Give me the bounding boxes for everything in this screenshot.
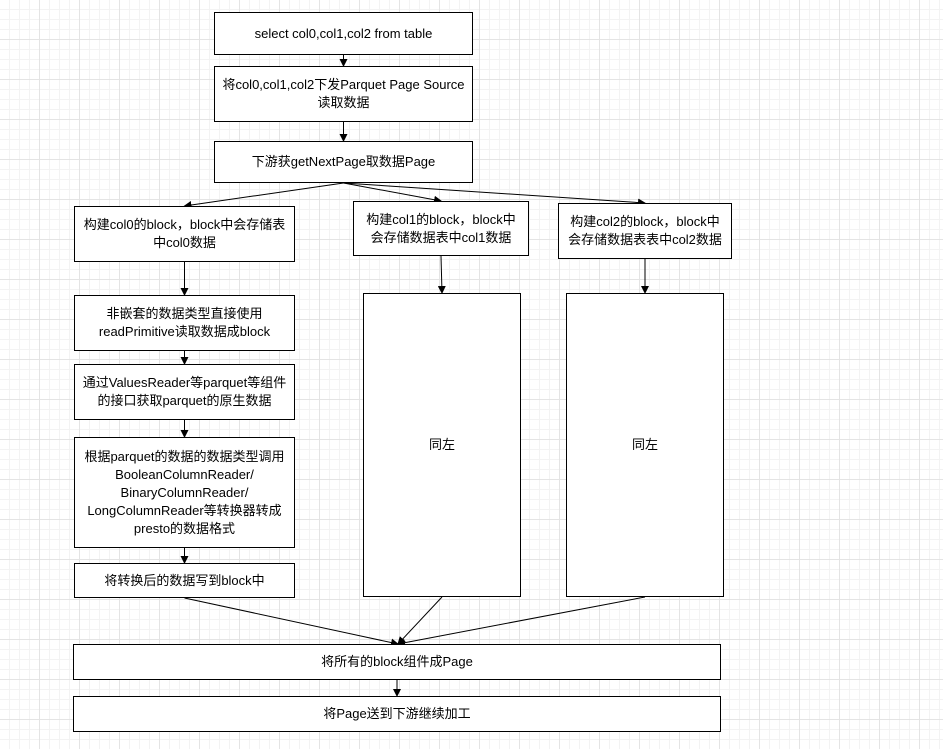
edge-same1-to-assemble [397, 596, 443, 645]
node-send-page-downstream: 将Page送到下游继续加工 [73, 696, 721, 732]
node-label: 构建col1的block，block中 会存储数据表中col1数据 [366, 211, 516, 245]
node-build-col0-block: 构建col0的block，block中会存储表 中col0数据 [74, 206, 295, 262]
node-label: 构建col2的block，block中 会存储数据表表中col2数据 [568, 214, 722, 247]
node-write-to-block: 将转换后的数据写到block中 [74, 563, 295, 598]
node-label: 将Page送到下游继续加工 [323, 706, 471, 721]
edge-nextpage-to-col0 [183, 182, 344, 209]
node-column-reader-convert: 根据parquet的数据的数据类型调用 BooleanColumnReader/… [74, 437, 295, 548]
node-label: 将col0,col1,col2下发Parquet Page Source 读取数… [222, 77, 465, 110]
node-label: 下游获getNextPage取数据Page [251, 154, 436, 169]
node-label: 非嵌套的数据类型直接使用 readPrimitive读取数据成block [98, 306, 271, 339]
edge-nextpage-to-col1 [343, 182, 442, 204]
node-same-as-left-col2: 同左 [566, 293, 724, 597]
node-label: 同左 [428, 437, 455, 452]
edge-same2-to-assemble [397, 596, 646, 647]
node-label: 根据parquet的数据的数据类型调用 BooleanColumnReader/… [84, 448, 285, 536]
node-label: 将所有的block组件成Page [321, 654, 473, 669]
edge-nextpage-to-col2 [343, 182, 646, 207]
node-select-query: select col0,col1,col2 from table [214, 12, 473, 55]
node-label: 通过ValuesReader等parquet等组件 的接口获取parquet的原… [82, 375, 287, 408]
node-get-next-page: 下游获getNextPage取数据Page [214, 141, 473, 183]
node-read-primitive: 非嵌套的数据类型直接使用 readPrimitive读取数据成block [74, 295, 295, 351]
node-pushdown-columns: 将col0,col1,col2下发Parquet Page Source 读取数… [214, 66, 473, 122]
node-label: select col0,col1,col2 from table [254, 25, 433, 41]
node-label: 构建col0的block，block中会存储表 中col0数据 [83, 217, 286, 250]
node-label: 将转换后的数据写到block中 [104, 572, 265, 588]
edge-col1-to-same1 [437, 255, 446, 294]
node-label: 同左 [631, 437, 658, 452]
node-build-col1-block: 构建col1的block，block中 会存储数据表中col1数据 [353, 201, 529, 256]
node-values-reader: 通过ValuesReader等parquet等组件 的接口获取parquet的原… [74, 364, 295, 420]
node-same-as-left-col1: 同左 [363, 293, 521, 597]
node-assemble-page: 将所有的block组件成Page [73, 644, 721, 680]
node-build-col2-block: 构建col2的block，block中 会存储数据表表中col2数据 [558, 203, 732, 259]
edge-write-to-assemble [184, 597, 399, 647]
